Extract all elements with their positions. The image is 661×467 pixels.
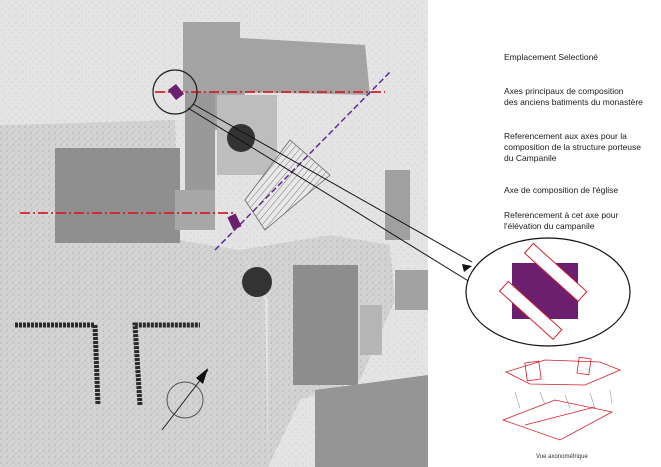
site-map (0, 0, 428, 467)
north-arrow (161, 368, 209, 431)
legend-monastery-axes: Axes principaux de composition des ancie… (504, 86, 643, 107)
legend-campanile-elevation: Referencement à cet axe pour l'élévation… (504, 210, 619, 231)
hedge-east (132, 322, 200, 406)
campanile-structure (244, 139, 331, 231)
north-arrow-head (196, 368, 208, 384)
church-apse (175, 190, 215, 230)
east-building (385, 170, 410, 240)
south-building (293, 265, 358, 385)
axonometric-caption: Vue axonométrique (536, 454, 588, 460)
detail-enlargement (465, 237, 631, 347)
tree-plaza (242, 267, 272, 297)
north-arrow-circle (166, 381, 204, 419)
axo-upper-block-right (576, 356, 592, 376)
legend-campanile-structure: Referencement aux axes pour la compositi… (504, 131, 642, 163)
axis-church-composition (214, 71, 391, 251)
leader-line-top (192, 103, 473, 263)
axonometric-view (501, 356, 622, 441)
selected-location-marker (168, 84, 184, 100)
hedge-west (15, 322, 101, 406)
axo-lower-diagonal (524, 406, 596, 426)
axo-upper-frame (504, 359, 622, 386)
axo-lower-frame (501, 399, 614, 441)
leader-arrowhead (462, 264, 472, 272)
axo-projection-lines (514, 389, 613, 409)
campanile-mini (227, 213, 242, 231)
leader-line-bottom (187, 107, 471, 283)
detail-bar-top (523, 242, 588, 302)
selected-location-circle (152, 69, 198, 115)
detail-bar-bottom (498, 280, 563, 340)
south-annex (360, 305, 382, 355)
legend-selected-location: Emplacement Selectioné (504, 52, 599, 62)
church-nave (55, 148, 180, 243)
legend-church-axis: Axe de composition de l'église (504, 185, 619, 195)
far-east-building (395, 270, 428, 310)
southeast-building (315, 375, 428, 467)
tree-courtyard (227, 124, 255, 152)
axo-upper-block-left (524, 360, 542, 382)
